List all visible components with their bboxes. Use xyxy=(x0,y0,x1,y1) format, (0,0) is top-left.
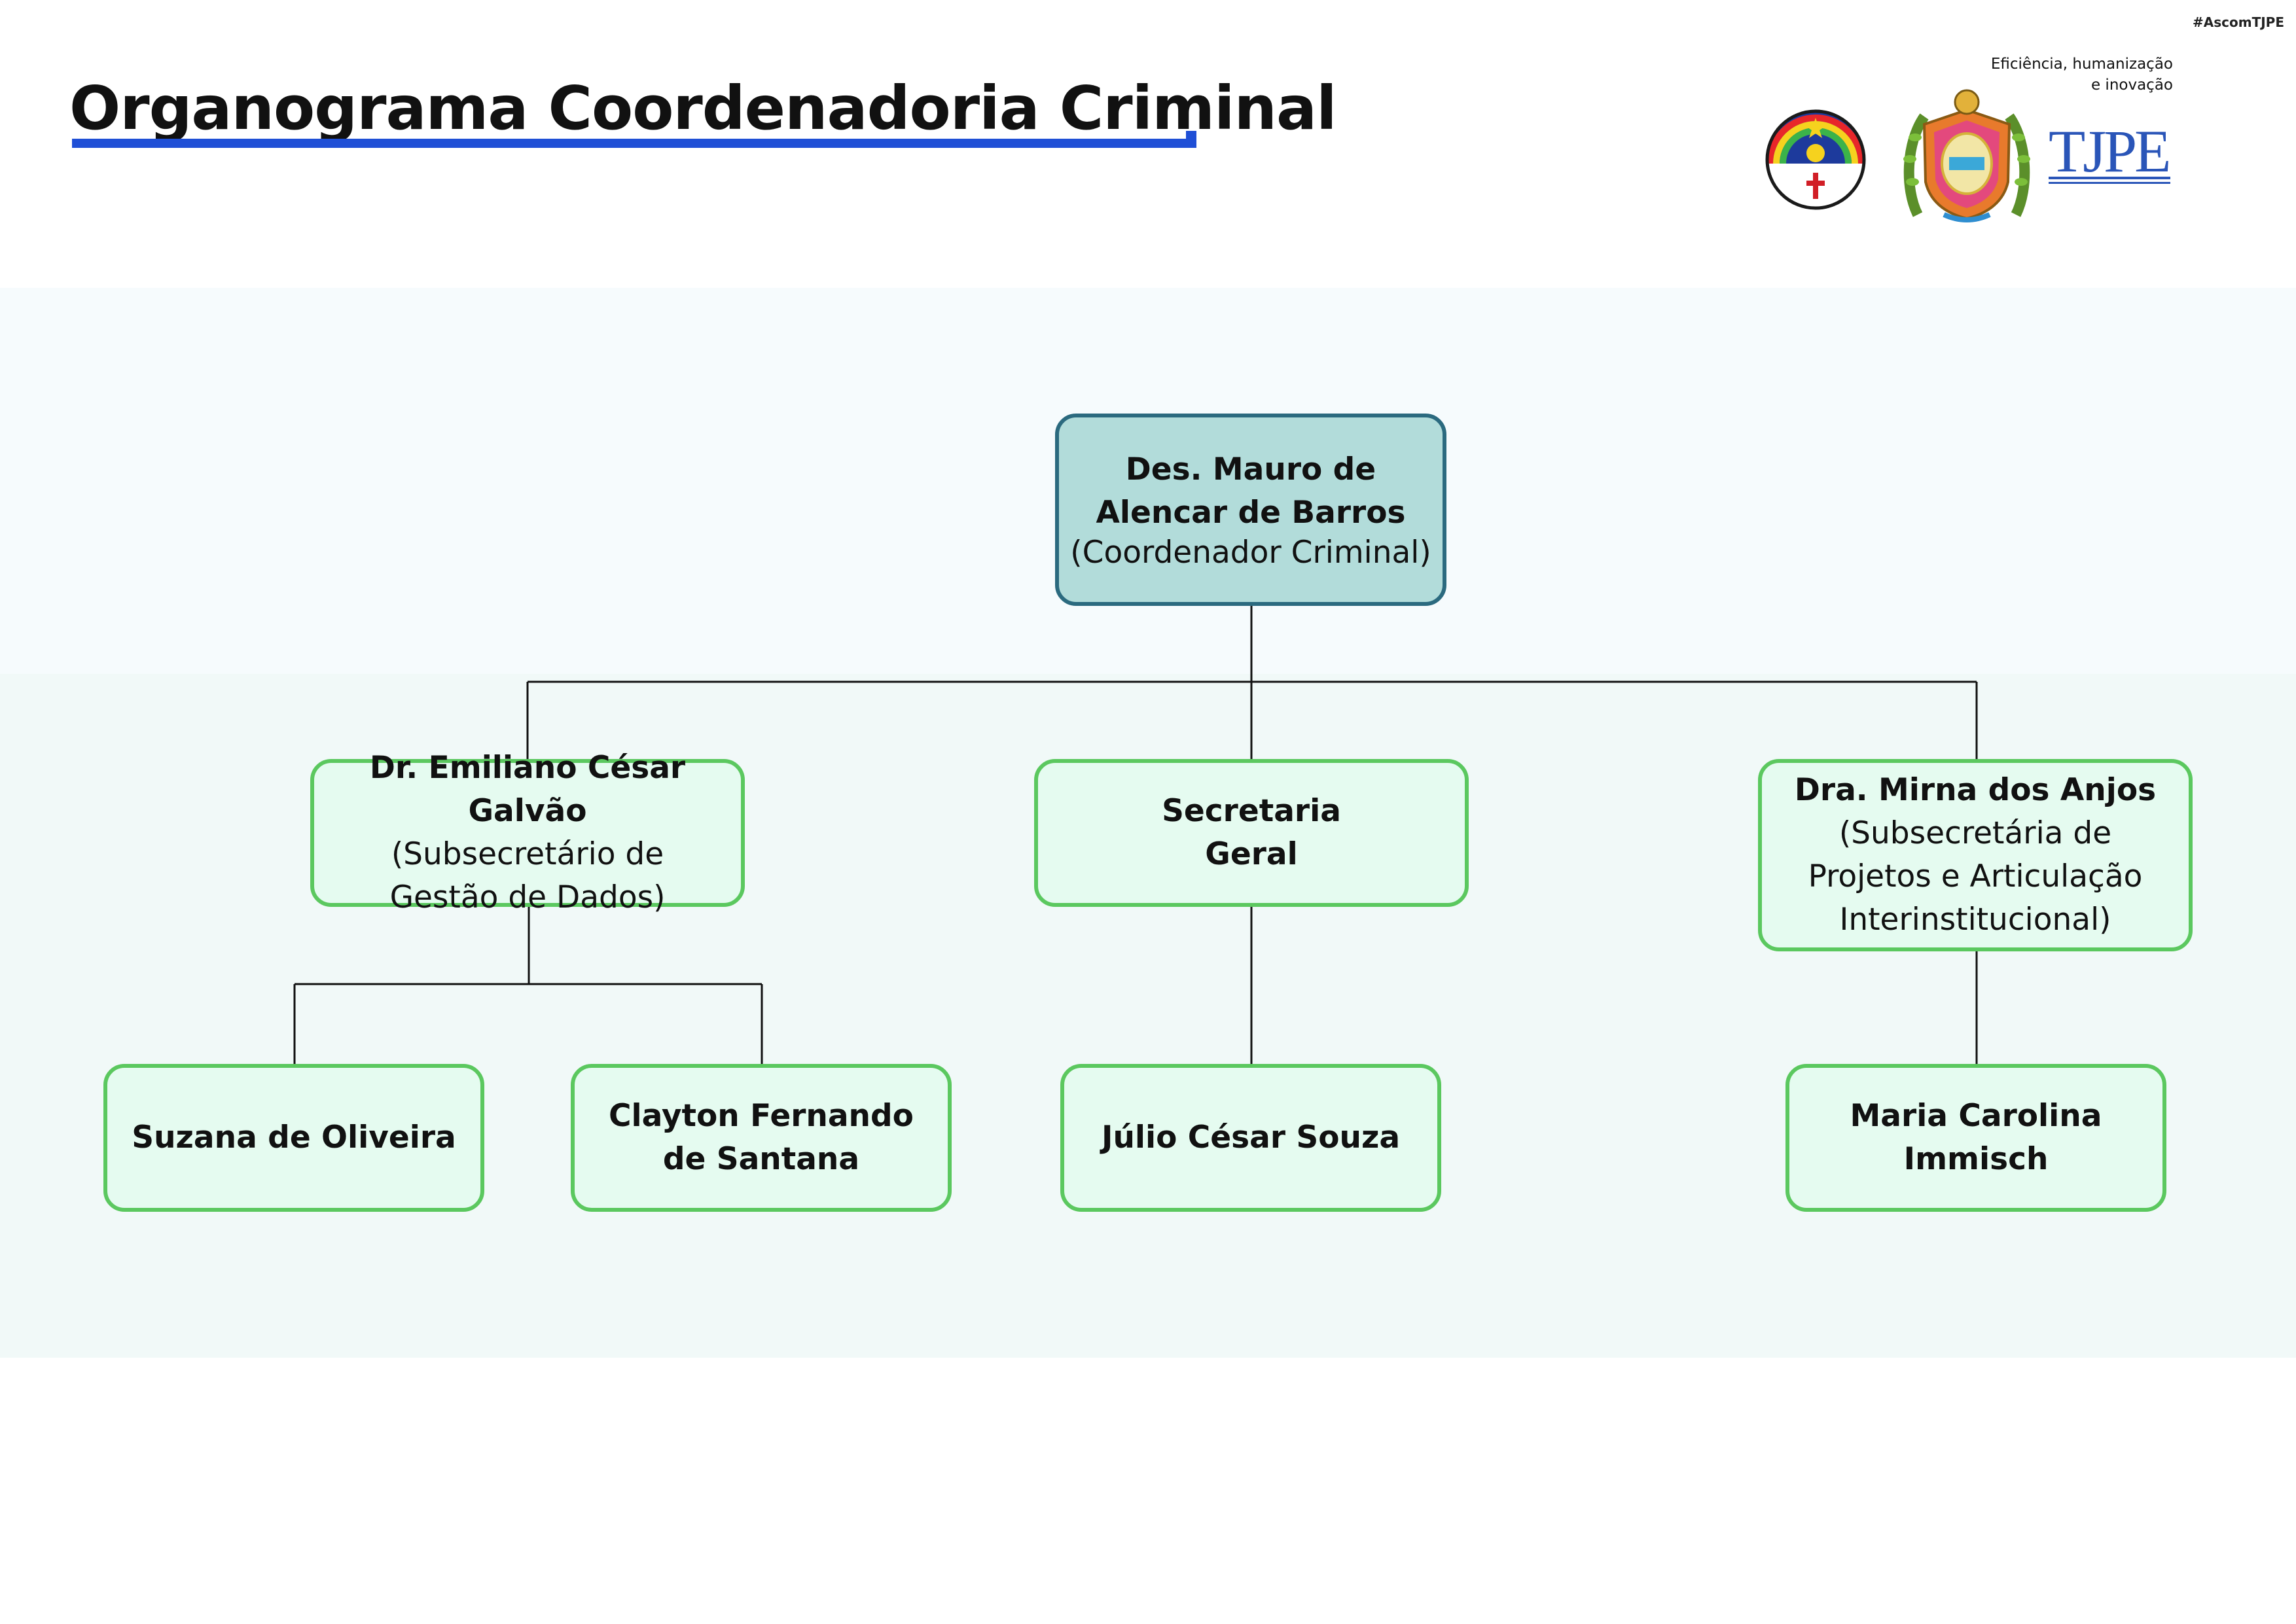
node-subsecretaria-projetos: Dra. Mirna dos Anjos (Subsecretária de P… xyxy=(1758,759,2193,951)
node-name: Clayton Fernando de Santana xyxy=(609,1098,914,1177)
pernambuco-flag-icon xyxy=(1765,109,1866,210)
node-coordenador-criminal: Des. Mauro de Alencar de Barros (Coorden… xyxy=(1055,414,1446,606)
node-name: Suzana de Oliveira xyxy=(132,1120,456,1156)
node-name: Dra. Mirna dos Anjos xyxy=(1794,772,2157,808)
node-role: (Subsecretário de Gestão de Dados) xyxy=(389,836,666,915)
tjpe-wordmark-logo: TJPE xyxy=(2049,120,2171,185)
tjpe-coat-of-arms-icon xyxy=(1903,89,2030,222)
slogan-line-1: Eficiência, humanização xyxy=(1990,56,2173,73)
node-clayton-fernando-de-santana: Clayton Fernando de Santana xyxy=(571,1064,952,1212)
tjpe-wordmark-text: TJPE xyxy=(2049,120,2168,185)
node-name: Júlio César Souza xyxy=(1101,1120,1401,1156)
node-name: Des. Mauro de Alencar de Barros xyxy=(1096,451,1406,531)
slogan: Eficiência, humanização e inovação xyxy=(1990,54,2173,96)
title-underline xyxy=(72,139,1196,148)
node-maria-carolina-immisch: Maria Carolina Immisch xyxy=(1785,1064,2166,1212)
title-underline-end xyxy=(1186,131,1196,148)
page-title: Organograma Coordenadoria Criminal xyxy=(69,73,1337,143)
node-role: (Coordenador Criminal) xyxy=(1070,535,1431,571)
slogan-line-2: e inovação xyxy=(2090,77,2173,94)
node-name: Maria Carolina Immisch xyxy=(1850,1098,2102,1177)
node-suzana-de-oliveira: Suzana de Oliveira xyxy=(103,1064,484,1212)
node-julio-cesar-souza: Júlio César Souza xyxy=(1060,1064,1441,1212)
node-secretaria-geral: Secretaria Geral xyxy=(1034,759,1469,907)
node-name: Dr. Emiliano César Galvão xyxy=(369,750,686,829)
node-role: (Subsecretária de Projetos e Articulação… xyxy=(1808,815,2143,938)
node-subsecretario-gestao-dados: Dr. Emiliano César Galvão (Subsecretário… xyxy=(310,750,745,915)
node-name: Secretaria Geral xyxy=(1162,793,1341,872)
hashtag: #AscomTJPE xyxy=(2193,14,2284,30)
